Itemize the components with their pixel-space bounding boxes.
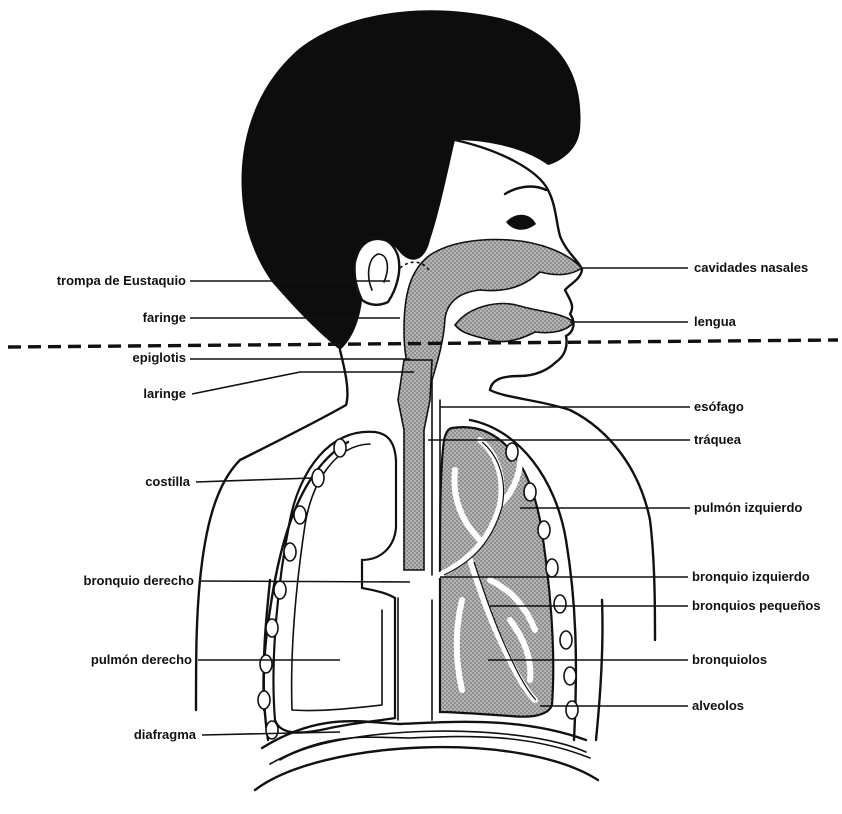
mediastinum-lines — [398, 598, 432, 720]
label-bronquiolos: bronquiolos — [692, 652, 767, 667]
label-faringe: faringe — [143, 310, 186, 325]
diaphragm-inner — [270, 737, 590, 764]
label-esofago: esófago — [694, 399, 744, 414]
label-diafragma: diafragma — [134, 727, 197, 742]
eyebrow-shape — [505, 187, 546, 194]
diaphragm-shape — [262, 721, 586, 748]
labels-right: cavidades nasales lengua esófago tráquea… — [692, 260, 821, 713]
esophagus-shape — [432, 380, 440, 575]
belly-line — [255, 747, 598, 790]
belly-line-inner — [280, 731, 586, 760]
eye-shape — [506, 215, 536, 230]
labels-left: trompa de Eustaquio faringe epiglotis la… — [57, 273, 197, 742]
tongue-shape — [455, 304, 574, 342]
label-bronquio-derecho: bronquio derecho — [84, 573, 195, 588]
label-bronquio-izquierdo: bronquio izquierdo — [692, 569, 810, 584]
waist-right — [596, 600, 603, 740]
label-pulmon-izquierdo: pulmón izquierdo — [694, 500, 802, 515]
label-cavidades-nasales: cavidades nasales — [694, 260, 808, 275]
label-lengua: lengua — [694, 314, 737, 329]
label-pulmon-derecho: pulmón derecho — [91, 652, 192, 667]
label-laringe: laringe — [143, 386, 186, 401]
label-trompa-de-eustaquio: trompa de Eustaquio — [57, 273, 186, 288]
label-costilla: costilla — [145, 474, 191, 489]
label-alveolos: alveolos — [692, 698, 744, 713]
label-bronquios-pequenos: bronquios pequeños — [692, 598, 821, 613]
trachea-shape — [398, 360, 432, 570]
label-epiglotis: epiglotis — [133, 350, 186, 365]
ear-inner — [369, 254, 388, 290]
label-traquea: tráquea — [694, 432, 742, 447]
